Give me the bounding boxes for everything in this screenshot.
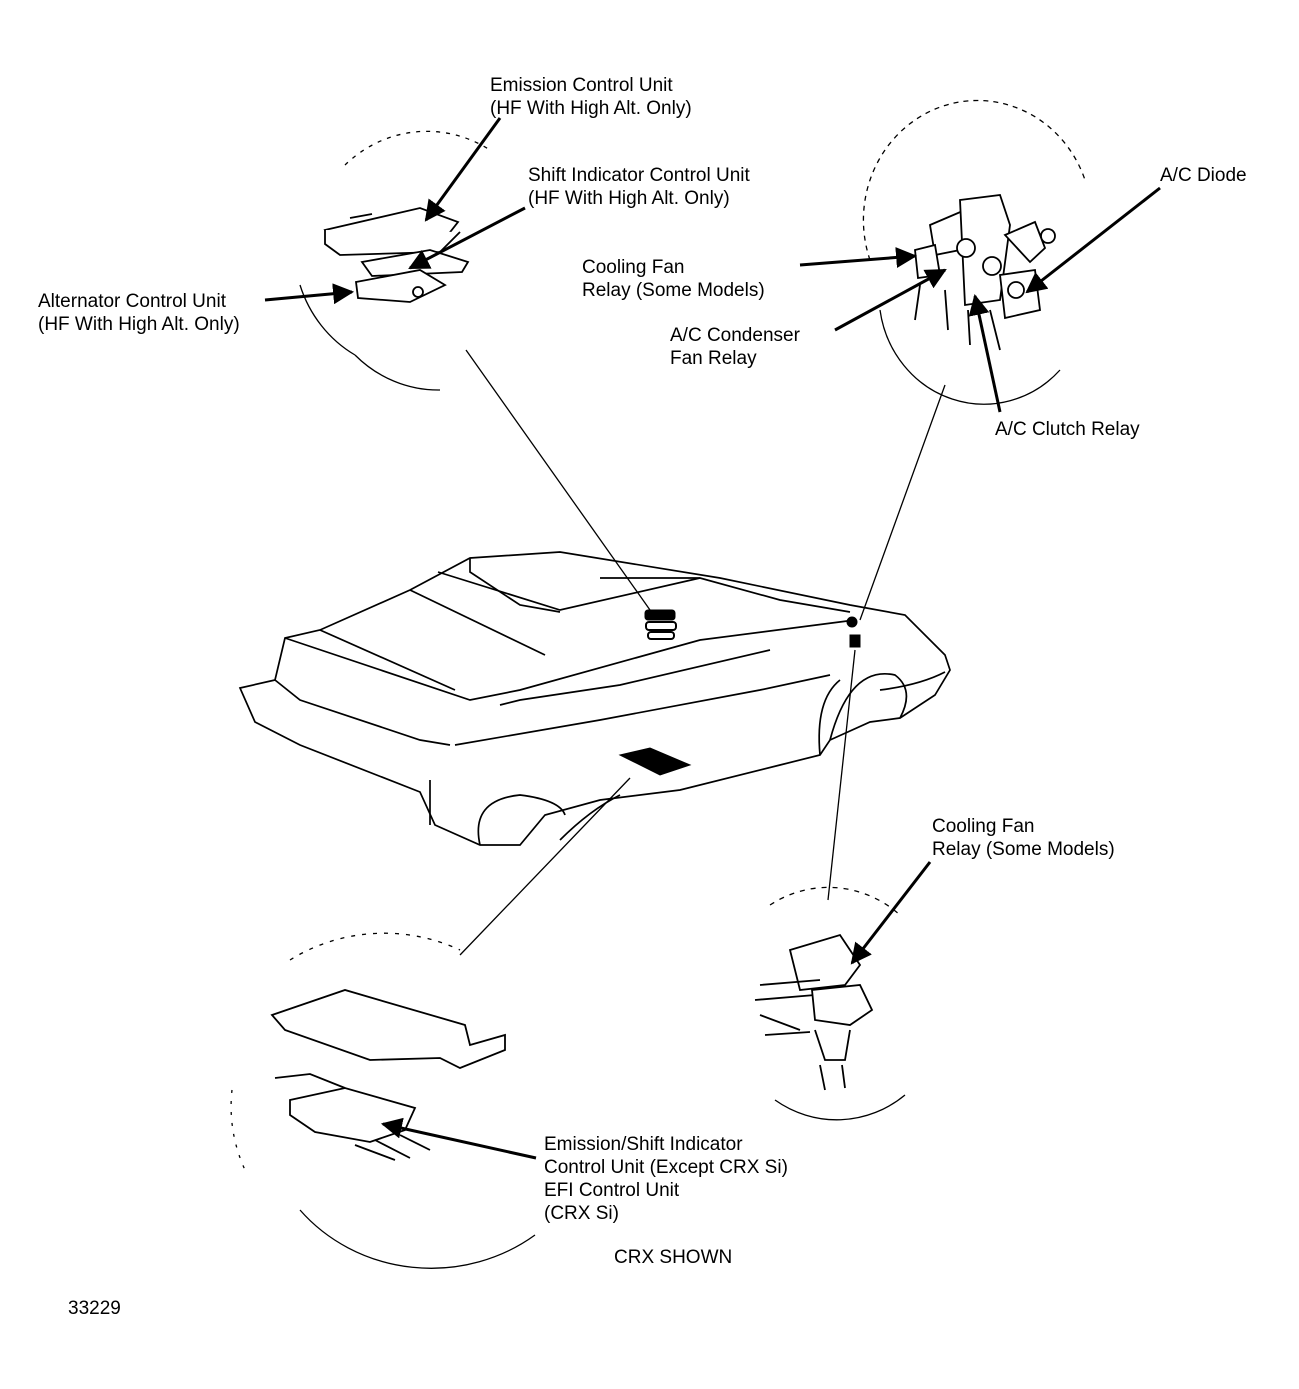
caption: CRX SHOWN	[614, 1247, 733, 1268]
control-unit-stack-icon	[323, 207, 470, 303]
arrows	[264, 117, 1161, 1160]
detail-circle-control-units	[299, 130, 491, 391]
label-ac-condenser-fan-relay: A/C Condenser Fan Relay	[670, 325, 800, 369]
label-cooling-fan-relay-bottom: Cooling Fan Relay (Some Models)	[932, 816, 1115, 860]
relay-cluster-icon	[914, 194, 1056, 351]
fan-relay-icon	[754, 933, 874, 1091]
efi-unit-icon	[270, 989, 506, 1161]
label-emission-control-unit: Emission Control Unit (HF With High Alt.…	[490, 75, 692, 119]
label-ac-diode: A/C Diode	[1160, 165, 1247, 186]
detail-circle-efi	[230, 932, 536, 1269]
leader-lines	[459, 349, 946, 956]
car-component-markers	[618, 609, 861, 776]
label-shift-indicator-control-unit: Shift Indicator Control Unit (HF With Hi…	[528, 165, 750, 209]
detail-circle-relays	[862, 99, 1086, 405]
figure-number: 33229	[68, 1298, 121, 1319]
detail-circle-fan-relay	[769, 886, 906, 1121]
label-ac-clutch-relay: A/C Clutch Relay	[995, 419, 1140, 440]
label-cooling-fan-relay-top: Cooling Fan Relay (Some Models)	[582, 257, 765, 301]
label-emission-shift-efi-unit: Emission/Shift Indicator Control Unit (E…	[544, 1134, 788, 1224]
label-alternator-control-unit: Alternator Control Unit (HF With High Al…	[38, 291, 240, 335]
car-body-outline	[238, 551, 951, 846]
